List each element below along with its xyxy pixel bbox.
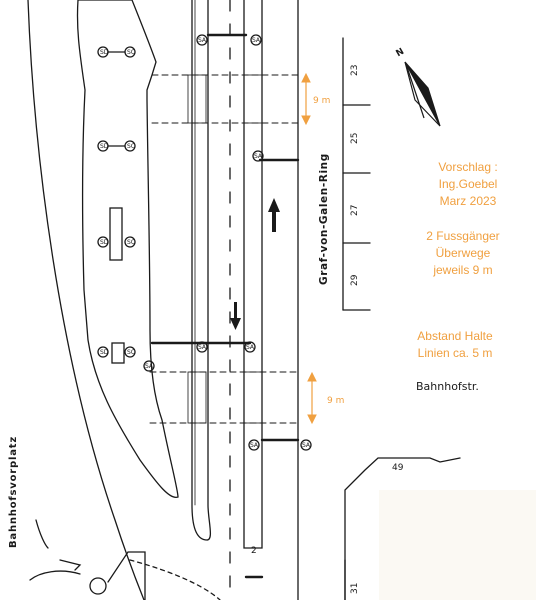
signal-sa-5: [244, 341, 256, 353]
arrow-up-shaft: [272, 210, 276, 232]
stop-marker-sd-sc-4: [97, 342, 136, 364]
signal-label-sa-5: SA: [246, 344, 255, 351]
proposal-line-2: Ing.Goebel: [438, 177, 498, 191]
stop-label-sd-3: SD: [100, 239, 109, 246]
crossing-box-top-1: [187, 74, 207, 124]
stop-marker-sd-sc-3: [97, 236, 136, 248]
stop-label-sd-4: SD: [100, 349, 109, 356]
crossing-top: [151, 74, 299, 124]
spacing-line-1: Abstand Halte: [417, 329, 493, 343]
north-label: N: [395, 47, 407, 59]
house-number-31: 31: [350, 583, 360, 594]
proposal-line-1: Vorschlag :: [438, 160, 498, 174]
signal-label-sa-7: SA: [302, 442, 311, 449]
signal-label-sa-6: SA: [250, 442, 259, 449]
stop-marker-sd-sc-1: [97, 46, 136, 58]
signal-sa-3: [252, 150, 264, 162]
house-number-27: 27: [350, 205, 360, 216]
house-number-25: 25: [350, 133, 360, 144]
house-number-29: 29: [350, 274, 360, 286]
stop-label-sd-2: SD: [100, 143, 109, 150]
proposal-note: Vorschlag : Ing.Goebel Marz 2023: [418, 159, 518, 210]
arrow-up-head: [268, 198, 280, 212]
dimension-markers: [301, 72, 317, 425]
signal-label-sa-platform: SA: [145, 363, 154, 370]
crossings-line-3: jeweils 9 m: [433, 263, 493, 277]
direction-arrows: [230, 198, 280, 330]
house-number-23: 23: [350, 65, 360, 76]
signal-label-sa-2: SA: [252, 37, 261, 44]
crossing-box-bottom-1: [187, 371, 207, 424]
left-boundary-line: [27, 0, 145, 601]
building-block-bottom: [344, 457, 461, 601]
spacing-note: Abstand Halte Linien ca. 5 m: [400, 328, 510, 362]
arrow-down-shaft: [234, 302, 237, 320]
stop-marker-sd-sc-2: [97, 140, 136, 152]
crossing-box-bottom-2: [243, 371, 263, 424]
arrow-down-head: [230, 318, 241, 330]
stop-label-sc-2: SC: [127, 143, 135, 150]
dimension-label-bottom: 9 m: [327, 396, 344, 406]
stop-label-sc-1: SC: [127, 49, 135, 56]
spacing-line-2: Linien ca. 5 m: [417, 346, 493, 360]
stop-marker-sa-platform: [143, 360, 155, 372]
crossing-bottom: [149, 371, 299, 424]
signal-label-sa-1: SA: [198, 37, 207, 44]
signal-sa-7: [300, 439, 312, 451]
signal-sa-2: [250, 34, 262, 46]
signal-label-sa-3: SA: [254, 153, 263, 160]
street-label-bahnhofstr: Bahnhofstr.: [416, 380, 479, 393]
crossings-line-1: 2 Fussgänger: [426, 229, 500, 243]
lane-number: 2: [251, 546, 257, 556]
signal-sa-1: [196, 34, 208, 46]
inset-panel: [379, 490, 536, 600]
proposal-line-3: Marz 2023: [439, 194, 497, 208]
house-number-49: 49: [392, 463, 404, 473]
platform-island: [76, 0, 179, 498]
crossing-box-top-2: [243, 74, 263, 124]
tram-lane-left: [191, 0, 212, 541]
signal-sa-4: [196, 341, 208, 353]
crossings-line-2: Überwege: [435, 246, 491, 260]
signal-label-sa-4: SA: [198, 344, 207, 351]
north-arrow: [404, 61, 441, 127]
crossings-note: 2 Fussgänger Überwege jeweils 9 m: [408, 228, 518, 279]
stop-label-sc-3: SC: [127, 239, 135, 246]
shelter-1: [109, 207, 123, 261]
street-label-ring: Graf-von-Galen-Ring: [318, 153, 330, 285]
stop-label-sc-4: SC: [127, 349, 135, 356]
stop-label-sd-1: SD: [100, 49, 109, 56]
street-label-bahnhofsvorplatz: Bahnhofsvorplatz: [8, 436, 19, 548]
left-boundary-line-lower: [35, 519, 49, 549]
signal-sa-6: [248, 439, 260, 451]
dimension-label-top: 9 m: [313, 96, 330, 106]
tram-lane-right: [243, 0, 263, 549]
